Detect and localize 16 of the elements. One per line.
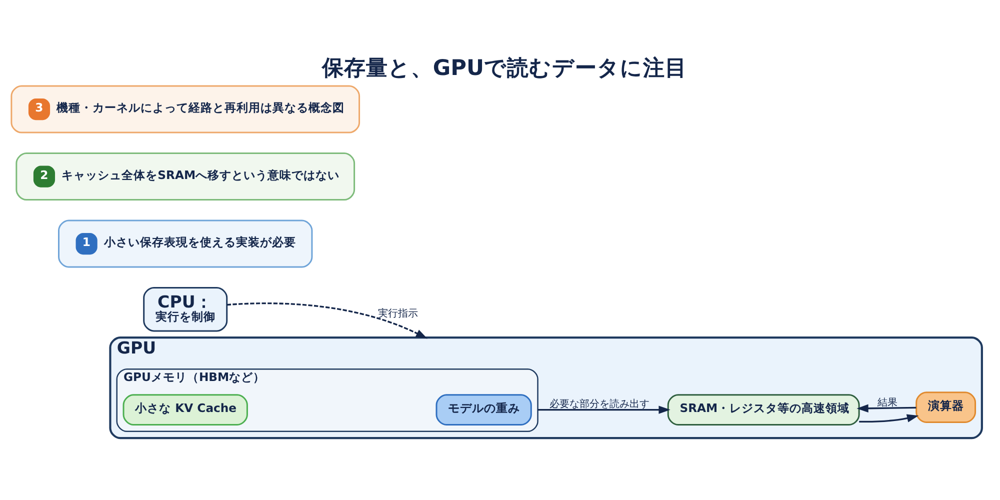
node-box: 1 小さい保存表現を使える実装が必要 <box>58 220 313 268</box>
edge-label: 実行指示 <box>378 308 418 320</box>
diagram-title: 保存量と、GPUで読むデータに注目 <box>322 56 687 82</box>
node-box: SRAM・レジスタ等の高速領域 <box>667 394 860 426</box>
arrow <box>859 414 919 423</box>
node-box: 2 キャッシュ全体をSRAMへ移すという意味ではない <box>16 152 356 201</box>
edge-label: 結果 <box>878 397 898 408</box>
arrow <box>226 302 428 339</box>
node-box: モデルの重み <box>436 394 532 426</box>
node-box: 3 機種・カーネルによって経路と再利用は異なる概念図 <box>10 85 360 134</box>
arrow <box>538 406 670 414</box>
node-box: 演算器 <box>916 392 976 424</box>
arrow <box>856 404 916 412</box>
edge-label: 必要な部分を読み出す <box>550 398 650 410</box>
node-box: 小さな KV Cache <box>122 394 248 426</box>
node-box: CPU： 実行を制御 <box>143 287 228 332</box>
